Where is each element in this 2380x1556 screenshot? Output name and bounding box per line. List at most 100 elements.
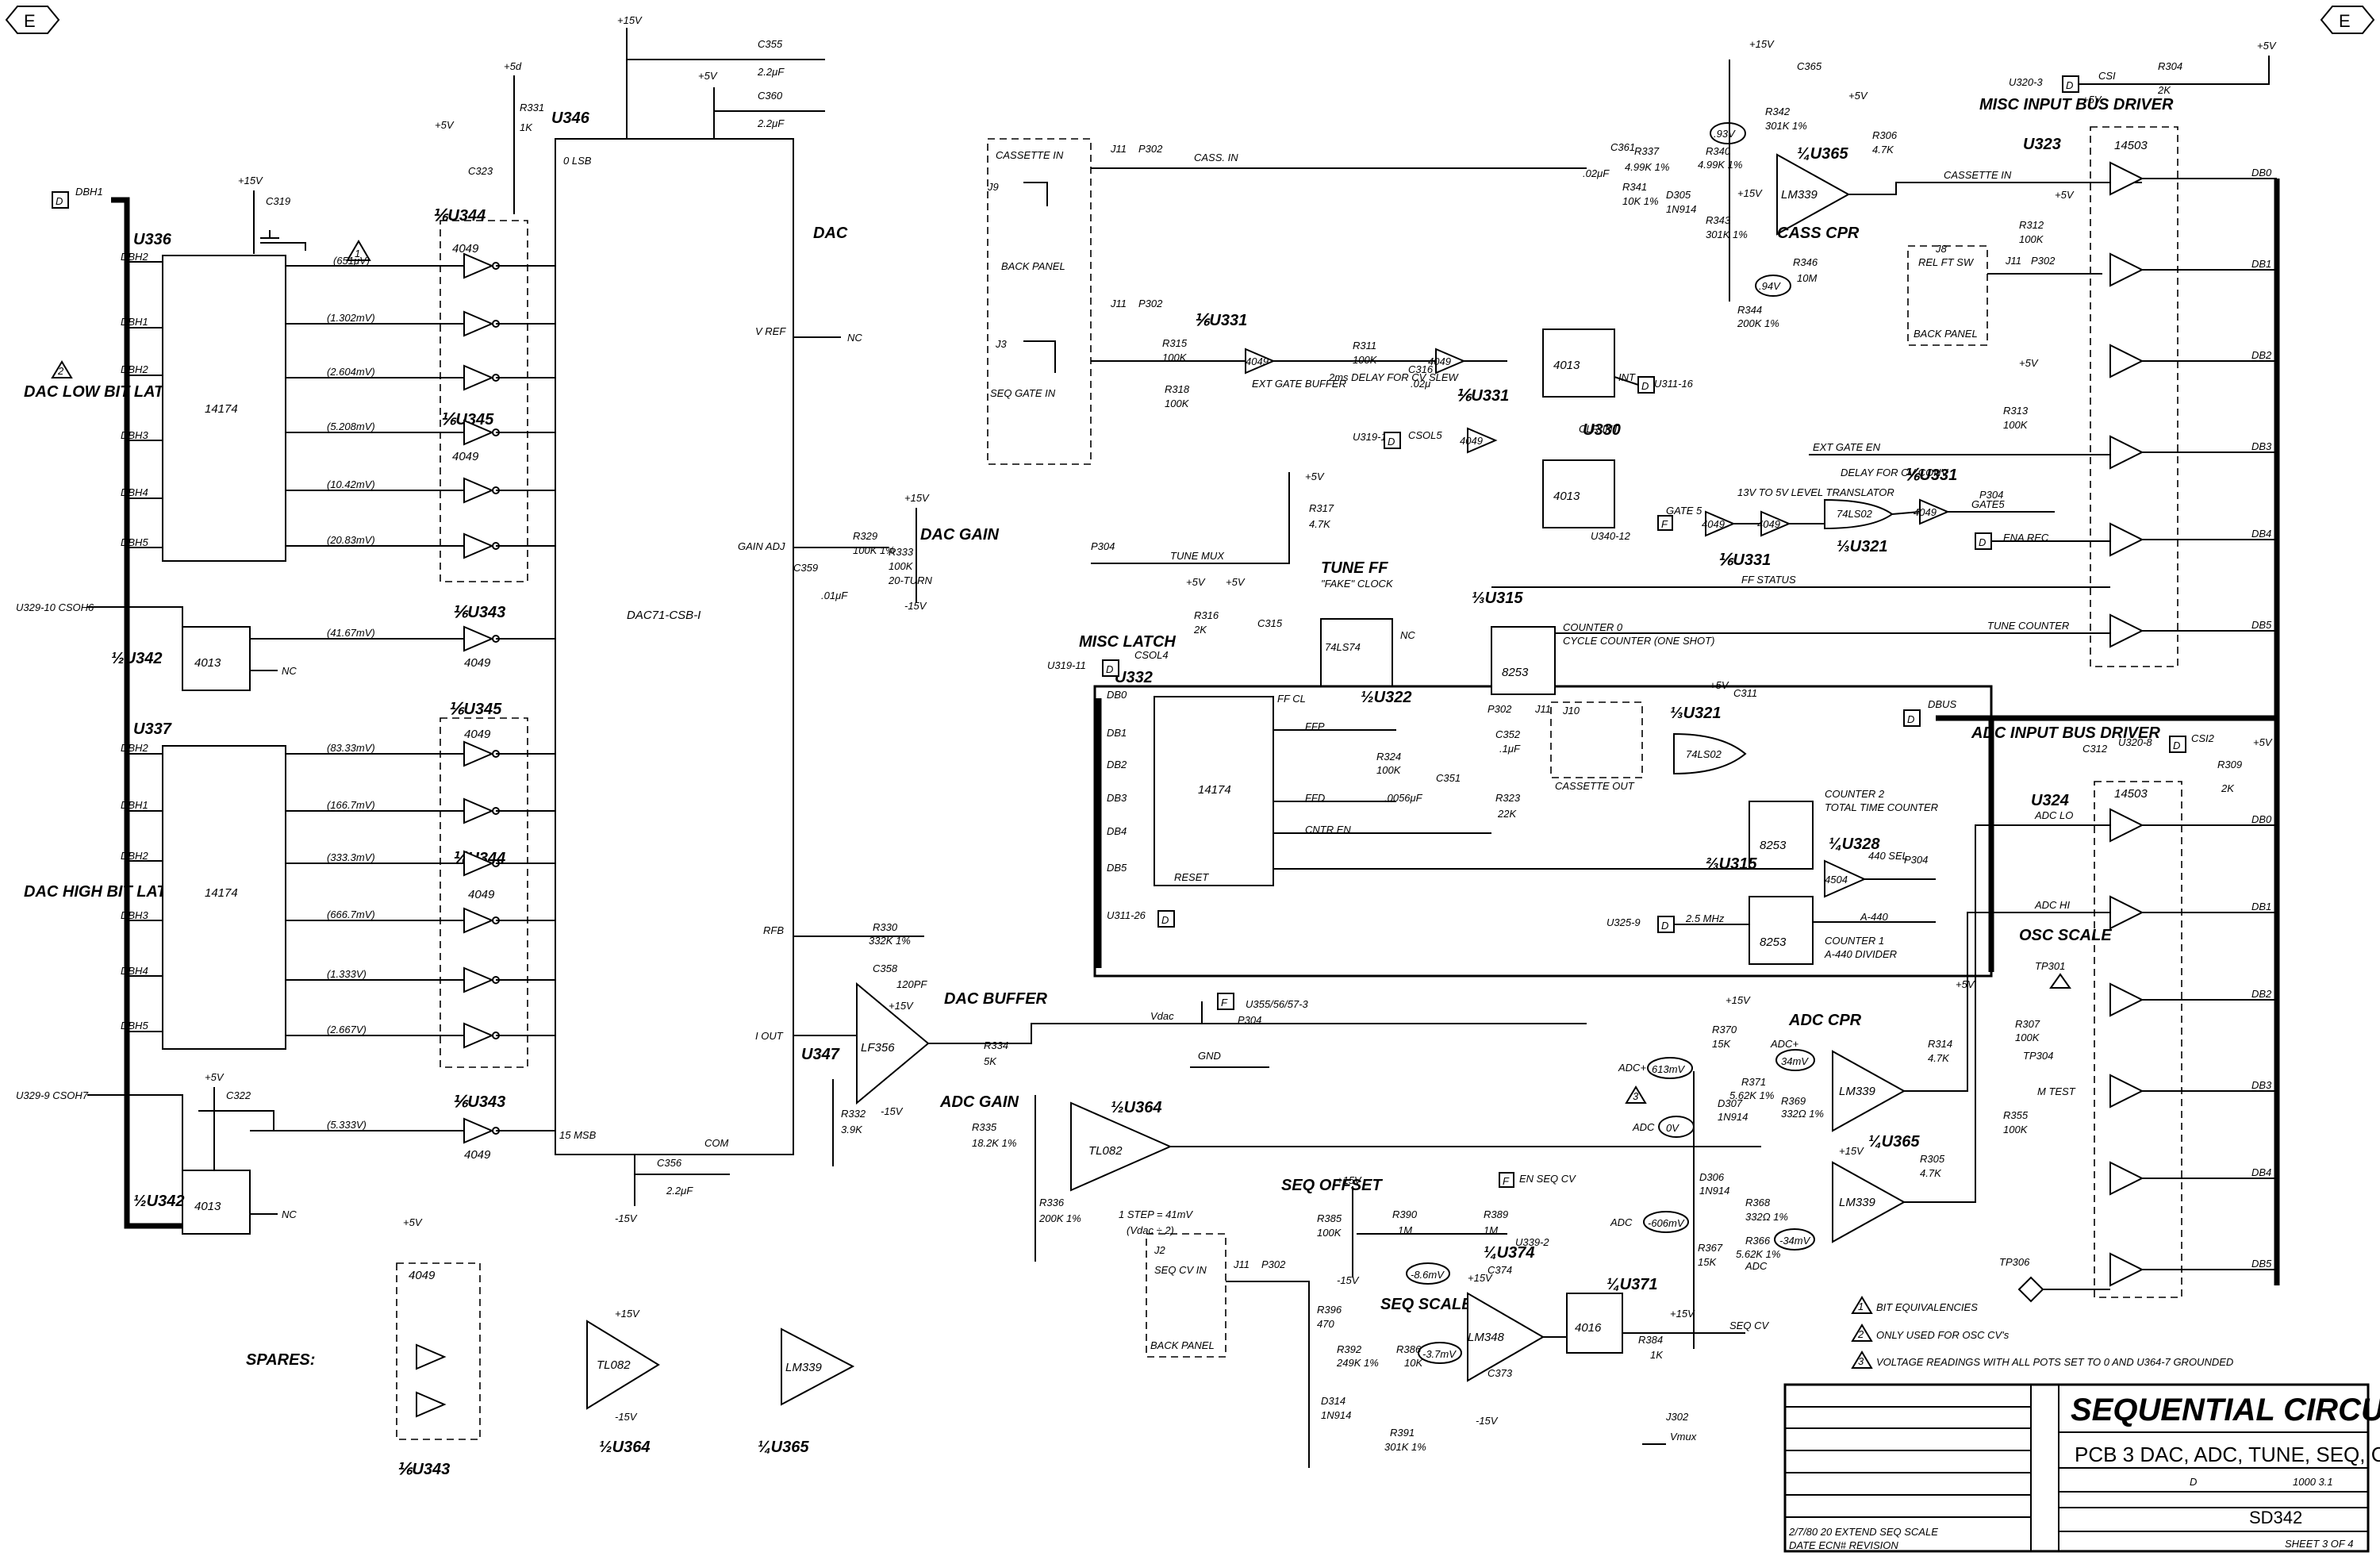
svg-text:EXT GATE EN: EXT GATE EN: [1813, 441, 1881, 453]
svg-text:ADC+: ADC+: [1770, 1038, 1798, 1050]
svg-text:SEQ CV IN: SEQ CV IN: [1154, 1264, 1207, 1276]
svg-text:U330: U330: [1583, 421, 1621, 439]
svg-text:R343: R343: [1706, 214, 1731, 226]
svg-text:½U364: ½U364: [1111, 1099, 1162, 1116]
svg-text:.0056μF: .0056μF: [1384, 792, 1423, 804]
svg-text:(2.667V): (2.667V): [327, 1024, 367, 1035]
svg-text:BIT EQUIVALENCIES: BIT EQUIVALENCIES: [1876, 1301, 1978, 1313]
svg-text:DB0: DB0: [2251, 813, 2272, 825]
svg-text:R368: R368: [1745, 1197, 1771, 1208]
svg-text:BACK PANEL: BACK PANEL: [1914, 328, 1978, 340]
svg-text:F: F: [1503, 1175, 1510, 1187]
u371-4016: U339-2 F EN SEQ CV 4016 ¼U371 R384 1K SE…: [1499, 1172, 1769, 1445]
svg-text:+15V: +15V: [615, 1308, 640, 1320]
svg-text:DB2: DB2: [1107, 759, 1127, 770]
svg-text:J11: J11: [1110, 298, 1127, 309]
svg-text:(166.7mV): (166.7mV): [327, 799, 375, 811]
svg-text:100K: 100K: [2003, 419, 2029, 431]
svg-text:+5V: +5V: [435, 119, 455, 131]
svg-text:332Ω 1%: 332Ω 1%: [1781, 1108, 1824, 1120]
gate5-chain: 13V TO 5V LEVEL TRANSLATOR DELAY FOR CV …: [1657, 467, 2055, 569]
svg-text:C312: C312: [2082, 743, 2108, 755]
svg-text:15 MSB: 15 MSB: [559, 1129, 597, 1141]
svg-text:CSOL4: CSOL4: [1134, 649, 1169, 661]
svg-text:+15V: +15V: [1670, 1308, 1695, 1320]
svg-text:J302: J302: [1665, 1411, 1689, 1423]
svg-text:(651μV): (651μV): [333, 255, 370, 267]
svg-text:DBUS: DBUS: [1928, 698, 1956, 710]
svg-text:-606mV: -606mV: [1648, 1217, 1685, 1229]
svg-text:E: E: [24, 11, 36, 31]
svg-text:.02μF: .02μF: [1583, 167, 1610, 179]
svg-text:DB2: DB2: [2251, 349, 2272, 361]
svg-text:.94V: .94V: [1759, 280, 1781, 292]
svg-text:P302: P302: [1261, 1258, 1286, 1270]
svg-text:U319-10: U319-10: [1353, 431, 1393, 443]
svg-text:4049: 4049: [1914, 506, 1937, 518]
svg-text:440 SEL: 440 SEL: [1868, 850, 1908, 862]
svg-text:+15V: +15V: [1749, 38, 1775, 50]
svg-text:SEQ SCALE: SEQ SCALE: [1380, 1296, 1472, 1313]
svg-text:TP306: TP306: [1999, 1256, 2030, 1268]
svg-text:13V TO 5V LEVEL TRANSLATOR: 13V TO 5V LEVEL TRANSLATOR: [1737, 486, 1894, 498]
svg-text:C361: C361: [1610, 141, 1635, 153]
u343a-inverter: ⅙U343 4049: [452, 604, 505, 670]
bit-lines: [250, 252, 555, 1144]
svg-text:4049: 4049: [1246, 355, 1269, 367]
svg-text:DB1: DB1: [1107, 727, 1127, 739]
svg-text:ADC: ADC: [1610, 1216, 1633, 1228]
svg-text:DAC LOW BIT LATCH: DAC LOW BIT LATCH: [24, 383, 187, 401]
u337-inputs: DBH2 DBH1 DBH2 DBH3 DBH4 DBH5: [121, 742, 163, 1032]
svg-text:1M: 1M: [1398, 1224, 1412, 1236]
svg-text:1K: 1K: [1650, 1349, 1664, 1361]
u342b-flipflop: 4013 ½U342 U329-9 CSOH7 NC: [16, 1089, 297, 1235]
svg-text:DAC71-CSB-I: DAC71-CSB-I: [627, 609, 701, 622]
dac-high-bit-latch-label: DAC HIGH BIT LATCH: [24, 883, 190, 901]
svg-text:301K 1%: 301K 1%: [1384, 1441, 1426, 1453]
svg-text:CSI2: CSI2: [2191, 732, 2215, 744]
svg-text:R340: R340: [1706, 145, 1731, 157]
svg-text:8253: 8253: [1502, 666, 1529, 679]
svg-text:NC: NC: [282, 665, 297, 677]
svg-text:+5V: +5V: [1710, 679, 1729, 691]
svg-text:ADC CPR: ADC CPR: [1788, 1012, 1862, 1029]
svg-text:TP301: TP301: [2035, 960, 2065, 972]
svg-text:DBH5: DBH5: [121, 1020, 148, 1032]
svg-text:470: 470: [1317, 1318, 1334, 1330]
svg-text:V REF: V REF: [755, 325, 786, 337]
svg-text:10K: 10K: [1404, 1357, 1423, 1369]
svg-text:14174: 14174: [1198, 783, 1231, 797]
svg-text:U324: U324: [2031, 792, 2069, 809]
svg-text:2.2μF: 2.2μF: [666, 1185, 693, 1197]
svg-text:NC: NC: [282, 1208, 297, 1220]
u324-bus-driver: ADC INPUT BUS DRIVER U324 14503 C312 U32…: [1971, 724, 2277, 1298]
svg-text:DB3: DB3: [2251, 1079, 2272, 1091]
u337-latch-chip: U337 14174: [133, 720, 286, 1050]
svg-text:74LS74: 74LS74: [1325, 641, 1361, 653]
svg-text:R336: R336: [1039, 1197, 1065, 1208]
svg-text:DBH2: DBH2: [121, 363, 148, 375]
svg-text:J9: J9: [987, 181, 999, 193]
svg-text:+5V: +5V: [403, 1216, 423, 1228]
back-panel-1: CASSETTE IN J9 BACK PANEL J3 SEQ GATE IN: [987, 138, 1092, 465]
svg-text:DELAY FOR CV CONV: DELAY FOR CV CONV: [1841, 467, 1949, 478]
svg-text:14174: 14174: [205, 402, 238, 416]
svg-text:J2: J2: [1154, 1244, 1166, 1256]
svg-text:100K: 100K: [1317, 1227, 1342, 1239]
svg-text:SPARES:: SPARES:: [246, 1351, 315, 1369]
svg-text:4049: 4049: [1702, 518, 1725, 530]
svg-text:LM339: LM339: [785, 1361, 823, 1374]
svg-text:TP304: TP304: [2023, 1050, 2053, 1062]
svg-text:R314: R314: [1928, 1038, 1952, 1050]
svg-text:R371: R371: [1741, 1076, 1766, 1088]
svg-text:+15V: +15V: [1337, 1174, 1362, 1186]
svg-text:⅙U344: ⅙U344: [432, 207, 486, 225]
seq-scale: SEQ SCALE SEQ SCALE R392 249K 1% R386 10…: [1336, 1262, 1472, 1453]
svg-text:C319: C319: [266, 195, 290, 207]
svg-text:LM339: LM339: [1839, 1196, 1876, 1209]
svg-text:CASS CPR: CASS CPR: [1777, 225, 1860, 242]
svg-text:DB5: DB5: [2251, 619, 2272, 631]
u323-buffers: DB0 DB1 DB2 DB3 DB4 DB5: [2109, 161, 2277, 648]
corner-mark-right: E: [2320, 6, 2375, 34]
svg-text:249K 1%: 249K 1%: [1336, 1357, 1379, 1369]
